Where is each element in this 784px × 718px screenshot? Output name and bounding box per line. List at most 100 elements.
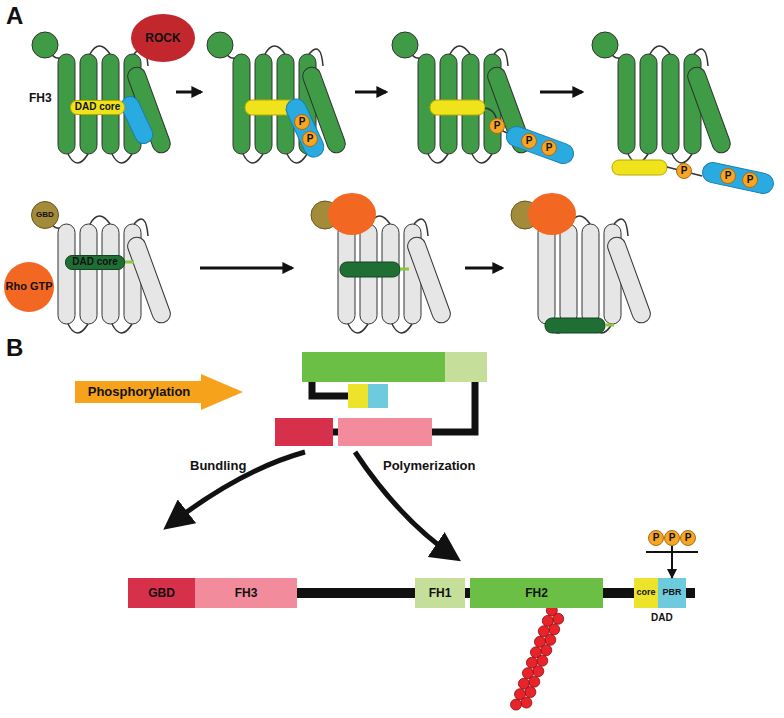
phosphate-circle: P [680,530,696,546]
step-arrows [200,267,502,270]
actin-subunit [541,645,552,656]
frame-four [592,32,775,195]
node-text: P [747,175,754,186]
phosphate-circle: P [302,131,318,147]
node-text: FH3 [29,92,52,105]
fh2-block [302,352,445,382]
node-text: P [526,136,533,147]
node-text: P [725,171,732,182]
phosphate-circle: P [541,140,557,156]
panel-letter: B [6,334,23,362]
node-text: P [494,121,501,132]
actin-subunit [537,655,548,666]
node-text: FH2 [525,587,548,600]
actin-subunit [529,676,540,687]
node-text: GBD [148,587,175,600]
frame-two [207,32,348,163]
rho-circle [328,193,376,235]
folded-formin [275,352,487,446]
arrow-label: Bundling [190,458,246,473]
dad-core-domain: core [634,578,658,608]
arrow-body [75,374,243,410]
fh2-domain: FH2 [470,578,603,608]
phosphate-circle: P [294,114,310,130]
phosphate-circle: P [742,172,758,188]
rho-gtp-circle: Rho GTP [4,262,54,312]
gbd-circle: GBD [31,201,59,229]
actin-subunit [545,634,556,645]
arrow-label: Polymerization [383,458,475,473]
dad-tail [125,261,134,264]
bundling-arrow [168,452,305,526]
dad-core-bar [340,262,400,277]
fh1-domain: FH1 [415,578,465,608]
node-text: DAD core [75,102,121,113]
phosphate-circle: P [720,168,736,184]
node-text: P [669,533,676,544]
linker [485,108,507,133]
pbr-segment [118,94,155,147]
dad-core-bar [430,100,485,115]
fh3-bundle [592,32,733,163]
gbd-domain: GBD [128,578,195,608]
node-text: P [685,533,692,544]
fh3-bundle [207,32,348,163]
bracket [646,551,698,553]
phosphate-circle: P [648,530,664,546]
node-text: P [299,117,306,128]
node-text: P [307,134,314,145]
pbr-segment [283,96,327,161]
frame-b [311,193,453,333]
actin-subunit [521,697,532,708]
connector-arrow [671,546,673,578]
step-arrow [176,91,201,94]
phosphate-circle: P [664,530,680,546]
actin-subunit [525,687,536,698]
actin-subunit [549,624,560,635]
actin-subunit [511,699,522,710]
region-label: DAD [651,612,673,623]
node-text: core [636,588,655,597]
node-text: P [546,143,553,154]
frame-three [392,32,576,166]
pbr-segment [701,161,776,196]
fh3-block [338,418,432,446]
pbr-segment [504,124,577,167]
step-arrow [540,91,582,94]
actin-subunit [533,666,544,677]
actin-subunit [553,613,564,624]
fh3-domain: FH3 [195,578,297,608]
node-text: DAD core [72,257,118,268]
dad-tail [400,268,409,271]
dad-core-bar: DAD core [70,100,125,115]
panel-letter: A [6,2,23,30]
fh3-domain: FH3DAD core [30,30,175,155]
node-text: FH1 [429,587,452,600]
node-text: PBR [662,588,681,597]
kinase-ellipse: ROCK [131,14,195,62]
node-text: P [681,166,688,177]
core-block [348,384,368,408]
pbr-domain: PBR [658,578,686,608]
step-arrows [176,91,582,94]
dad-core-bar [612,160,667,175]
frame-a [32,202,173,333]
phosphate-circle: P [676,163,692,179]
pbr-block [368,384,388,408]
node-text: P [653,533,660,544]
node-text: ROCK [145,32,180,45]
phosphate-circle: P [489,118,505,134]
frame-c [511,193,653,333]
node-text: GBD [36,211,54,219]
fh1-block [445,352,487,382]
gbd-block [275,418,333,446]
actin-filament [511,605,564,710]
step-arrow [465,267,502,270]
phosphorylation-arrow: Phosphorylation [75,374,243,410]
rho-circle [528,193,576,235]
dad-core-bar [545,318,605,333]
step-arrow [355,91,386,94]
fh3-bundle [32,202,173,333]
step-arrow [200,267,292,270]
